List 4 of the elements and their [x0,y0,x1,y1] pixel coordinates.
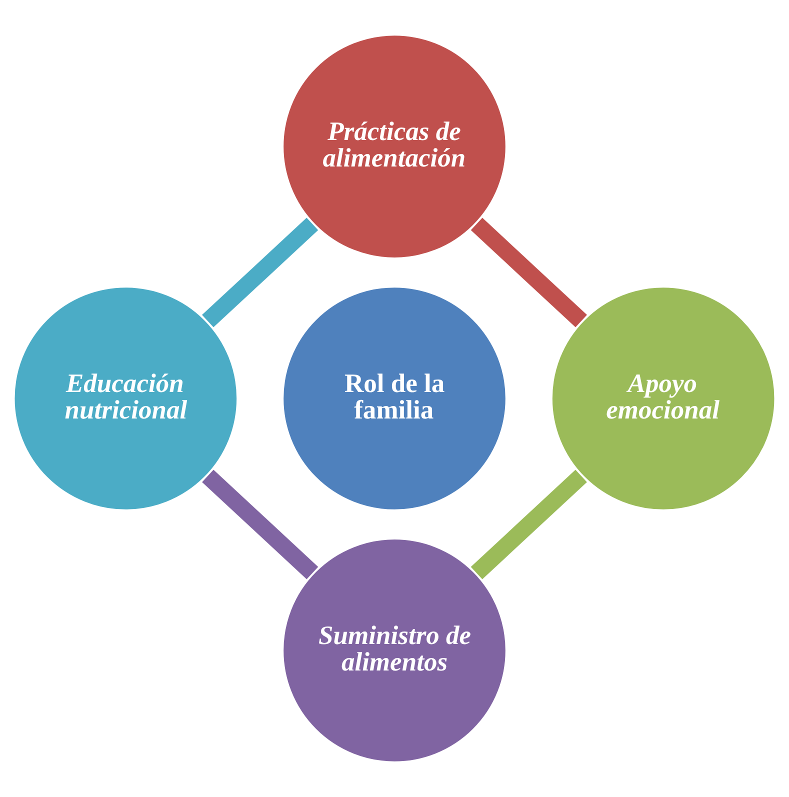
connector [470,470,587,580]
connector [202,470,318,580]
connector [202,218,318,328]
connector [470,218,587,328]
